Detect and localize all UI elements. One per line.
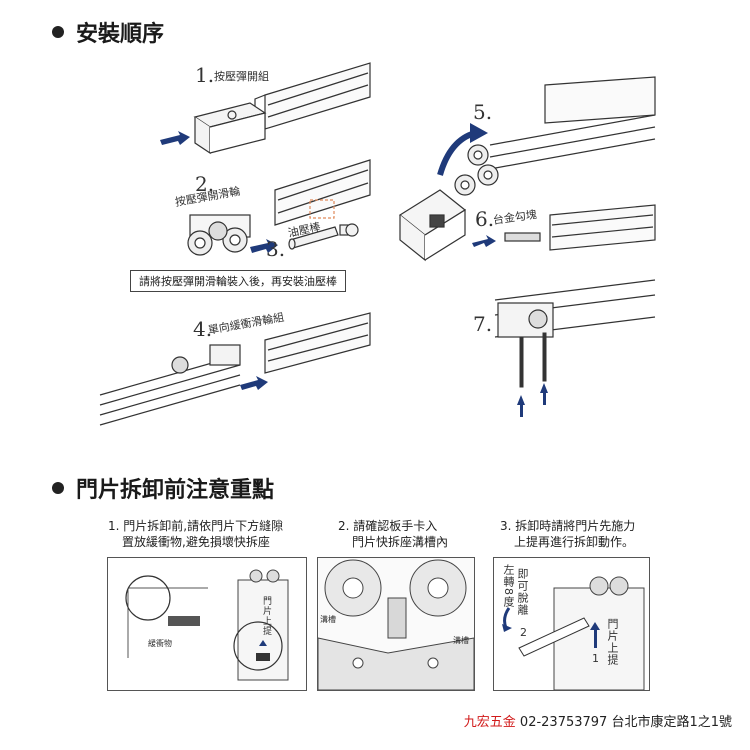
- bracket-drawing-1: [193, 102, 267, 155]
- precaution-note-3: 3. 拆卸時請將門片先施力 上提再進行拆卸動作。: [500, 519, 636, 549]
- bracket-drawing-5: [398, 189, 467, 262]
- bullet-icon: [52, 482, 64, 494]
- precaution-panel-2: 溝槽 溝槽: [317, 557, 475, 691]
- install-left-illustration: [99, 62, 371, 426]
- precaution-note-2: 2. 請確認板手卡入 門片快拆座溝槽內: [338, 519, 449, 549]
- roller-track-drawing-4: [99, 344, 241, 426]
- step-2-number: 2.: [195, 172, 215, 196]
- step-5-number: 5.: [473, 100, 493, 124]
- groove-right-label: 溝槽: [453, 636, 469, 645]
- precaution-panel-1: 緩衝物 門片上提: [107, 557, 307, 691]
- groove-left-label: 溝槽: [320, 615, 336, 624]
- precaution-note-1: 1. 門片拆卸前,請依門片下方縫隙 置放緩衝物,避免損壞快拆座: [108, 519, 284, 549]
- hook-block-drawing: [504, 232, 541, 242]
- step-4-number: 4.: [193, 317, 213, 341]
- arrow-icon: [472, 235, 496, 247]
- cushion-label: 緩衝物: [148, 639, 172, 648]
- rail-drawing-2: [274, 159, 371, 226]
- arrow-icon: [250, 239, 278, 253]
- precaution-section-title: 門片拆卸前注意重點: [52, 472, 274, 504]
- door-up-label: 門片上提: [261, 596, 271, 636]
- rail-drawing-7: [494, 279, 656, 338]
- door-cushion-illustration: [125, 569, 289, 681]
- wrench-illustration: [502, 576, 645, 690]
- step-7-number: 7.: [473, 312, 493, 336]
- footer-contact: 九宏五金 02-23753797 台北市康定路1之1號: [464, 711, 732, 730]
- step-6-number: 6.: [475, 207, 495, 231]
- step-3-number: 3.: [266, 237, 286, 261]
- install-note-box: 請將按壓彈開滑輪裝入後，再安裝油壓棒: [130, 270, 346, 292]
- rail-drawing-4: [264, 312, 371, 374]
- arrow-icon: [240, 376, 268, 390]
- roller-drawing-5: [454, 144, 499, 196]
- up-arrow-icon: [540, 383, 548, 393]
- step-1-number: 1.: [195, 63, 215, 87]
- screw-drawing: [519, 332, 547, 388]
- bullet-icon: [52, 26, 64, 38]
- install-section-title: 安裝順序: [52, 16, 164, 48]
- groove-illustration: [318, 558, 474, 690]
- contact-info: 02-23753797 台北市康定路1之1號: [519, 715, 732, 730]
- hydraulic-rod-drawing: [288, 223, 359, 250]
- rotate-label: 左轉8度: [502, 564, 515, 608]
- roller-drawing-2: [187, 214, 251, 256]
- detach-label: 即可脫離: [516, 568, 529, 616]
- up-arrow-icon: [517, 395, 525, 405]
- install-right-illustration: [398, 76, 656, 417]
- up-arrow-icon: [259, 640, 267, 646]
- rail-drawing-1: [254, 62, 371, 134]
- up-arrow-icon: [590, 622, 600, 630]
- door-up-label-3: 門片上提: [606, 618, 619, 666]
- step-1-marker: 1: [592, 652, 599, 665]
- precaution-panel-3: 左轉8度 即可脫離 2 門片上提 1: [493, 557, 650, 691]
- arrow-icon: [160, 131, 190, 145]
- step-2-marker: 2: [520, 626, 527, 639]
- rotate-arrow-icon: [503, 607, 511, 629]
- brand-name: 九宏五金: [463, 715, 516, 730]
- rail-drawing-6: [549, 204, 656, 251]
- rail-drawing-5: [489, 76, 656, 170]
- step-1-label: 按壓彈開組: [214, 70, 269, 83]
